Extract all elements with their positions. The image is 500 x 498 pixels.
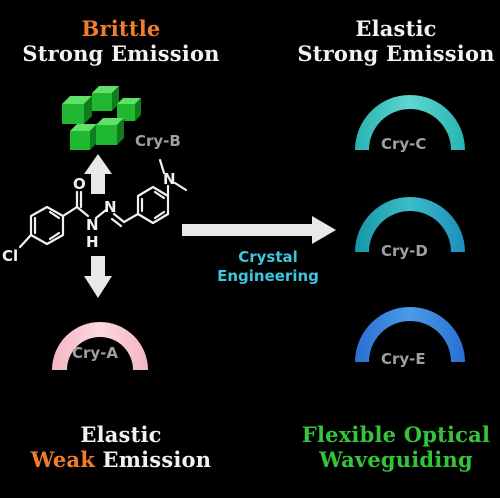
down-arrow-icon [84, 256, 112, 298]
cube-icon [70, 124, 97, 150]
chlorine-atom: Cl [2, 247, 18, 265]
cry-e-arc [355, 307, 465, 362]
crystal-word: Crystal [238, 248, 298, 266]
crystal-engineering-label: Crystal Engineering [212, 248, 324, 286]
cube-icon [96, 118, 124, 145]
weak-emission-line: Weak Emission [2, 447, 240, 472]
right-arrow-icon [182, 216, 336, 244]
cry-b-label: Cry-B [135, 132, 181, 150]
cry-e-label: Cry-E [381, 350, 426, 368]
nitrogen-atom: N [104, 198, 117, 216]
brittle-word: Brittle [81, 16, 161, 41]
engineering-word: Engineering [217, 267, 319, 285]
waveguiding-title: Flexible Optical Waveguiding [292, 422, 500, 472]
cube-icon [92, 86, 119, 111]
cry-c-label: Cry-C [381, 135, 427, 153]
nitrogen-atom: N [86, 216, 99, 234]
weak-word: Weak [30, 447, 95, 472]
cry-d-label: Cry-D [381, 242, 428, 260]
cry-a-label: Cry-A [72, 344, 119, 362]
flexible-optical-text: Flexible Optical [301, 422, 491, 447]
emission-word: Emission [102, 447, 212, 472]
cube-icon [117, 98, 141, 121]
cry-d-arc [355, 197, 465, 252]
waveguiding-text: Waveguiding [319, 447, 473, 472]
strong-emission-text: Strong Emission [297, 41, 495, 66]
molecule-structure [18, 158, 188, 249]
molecule-atoms: O Cl N H N N [2, 170, 176, 265]
cry-b-cubes [62, 86, 141, 150]
nitrogen-atom: N [163, 170, 176, 188]
elastic-word: Elastic [355, 16, 437, 41]
brittle-title: Brittle Strong Emission [2, 16, 240, 66]
oxygen-atom: O [73, 175, 86, 193]
elastic-weak-title: Elastic Weak Emission [2, 422, 240, 472]
hydrogen-atom: H [86, 233, 99, 251]
cry-c-arc [355, 95, 465, 150]
cry-a-arc [52, 322, 148, 370]
elastic-strong-title: Elastic Strong Emission [292, 16, 500, 66]
strong-emission-text: Strong Emission [22, 41, 220, 66]
cube-icon [62, 96, 92, 124]
up-arrow-icon [84, 154, 112, 194]
elastic-word: Elastic [80, 422, 162, 447]
